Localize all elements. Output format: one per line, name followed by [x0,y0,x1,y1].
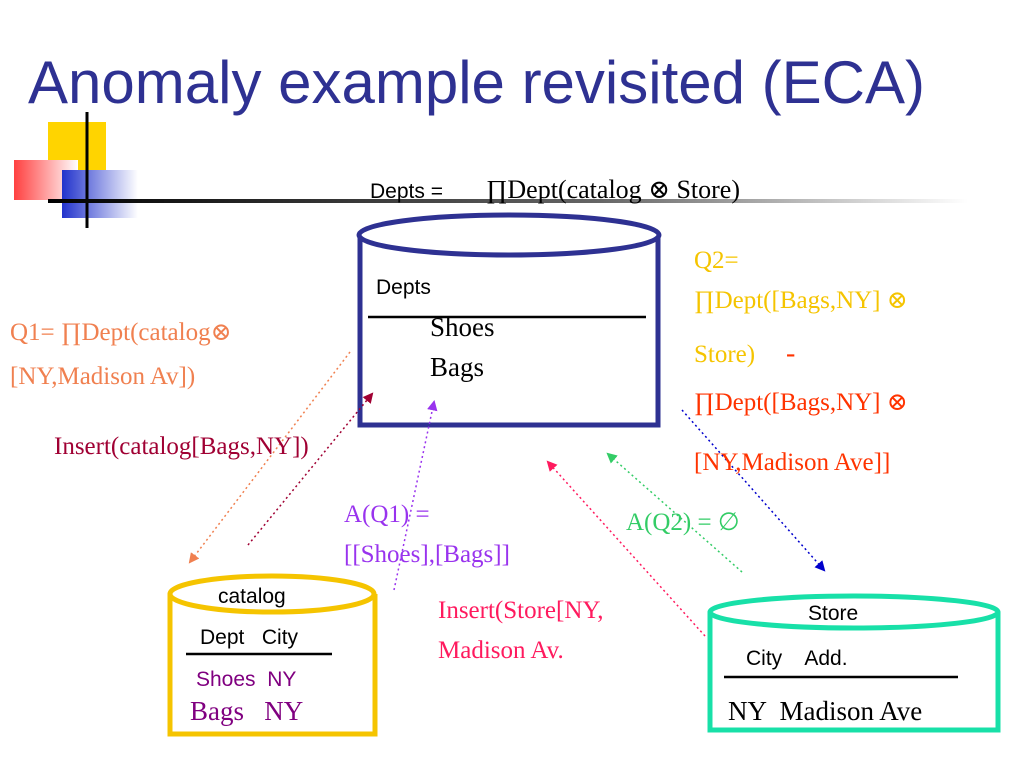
view-definition-expression: ∏Dept(catalog ⊗ Store) [486,175,740,204]
store-header: City Add. [746,647,848,670]
catalog-header: Dept City [200,626,299,649]
q2-line: Store) [694,341,755,368]
insert-store-line: Insert(Store[NY, [438,597,603,624]
a-q2-label: A(Q2) = ∅ [626,509,740,536]
q2-minus: - [786,338,795,369]
catalog-cylinder-top [167,573,377,615]
depts-cylinder-body [357,235,661,428]
store-database: Store City Add. NY Madison Ave [707,593,1001,733]
store-table-name: Store [808,602,858,625]
q2-line: [NY,Madison Ave]] [694,449,890,476]
logo-blue-square [62,170,138,218]
q1-line: [NY,Madison Av]) [10,363,195,390]
depts-cylinder-top [356,212,662,258]
page-title: Anomaly example revisited (ECA) [28,49,925,116]
q2-arrow [681,409,826,572]
store-cylinder-body [707,612,1001,733]
catalog-database: catalog Dept City Shoes NY Bags NY [167,573,378,737]
a-q1-arrow [393,399,438,591]
insert-store-line: Madison Av. [438,637,564,664]
view-definition-prefix: Depts = [370,180,443,203]
catalog-row: Shoes NY [196,668,296,691]
q2-line: ∏Dept([Bags,NY] ⊗ [694,389,908,416]
store-cylinder-top [707,593,1001,631]
q1-arrow [188,351,351,564]
insert-catalog-label: Insert(catalog[Bags,NY]) [54,433,309,460]
decorative-logo [14,112,968,228]
depts-table-name: Depts [376,276,431,299]
a-q1-line: [[Shoes],[Bags]] [344,541,510,568]
title-rule [48,199,968,203]
insert-store-arrow [546,460,706,637]
depts-row: Shoes [430,312,495,342]
catalog-table-name: catalog [218,585,286,608]
store-row: NY Madison Ave [728,696,922,726]
depts-database: Depts Shoes Bags [356,212,662,428]
q2-line: ∏Dept([Bags,NY] ⊗ [694,287,908,314]
q2-line: Q2= [694,247,739,274]
q1-line: Q1= ∏Dept(catalog⊗ [10,319,232,346]
depts-row: Bags [430,352,484,382]
a-q1-line: A(Q1) = [344,501,430,528]
catalog-cylinder-body [167,594,378,737]
catalog-row: Bags NY [190,696,303,726]
